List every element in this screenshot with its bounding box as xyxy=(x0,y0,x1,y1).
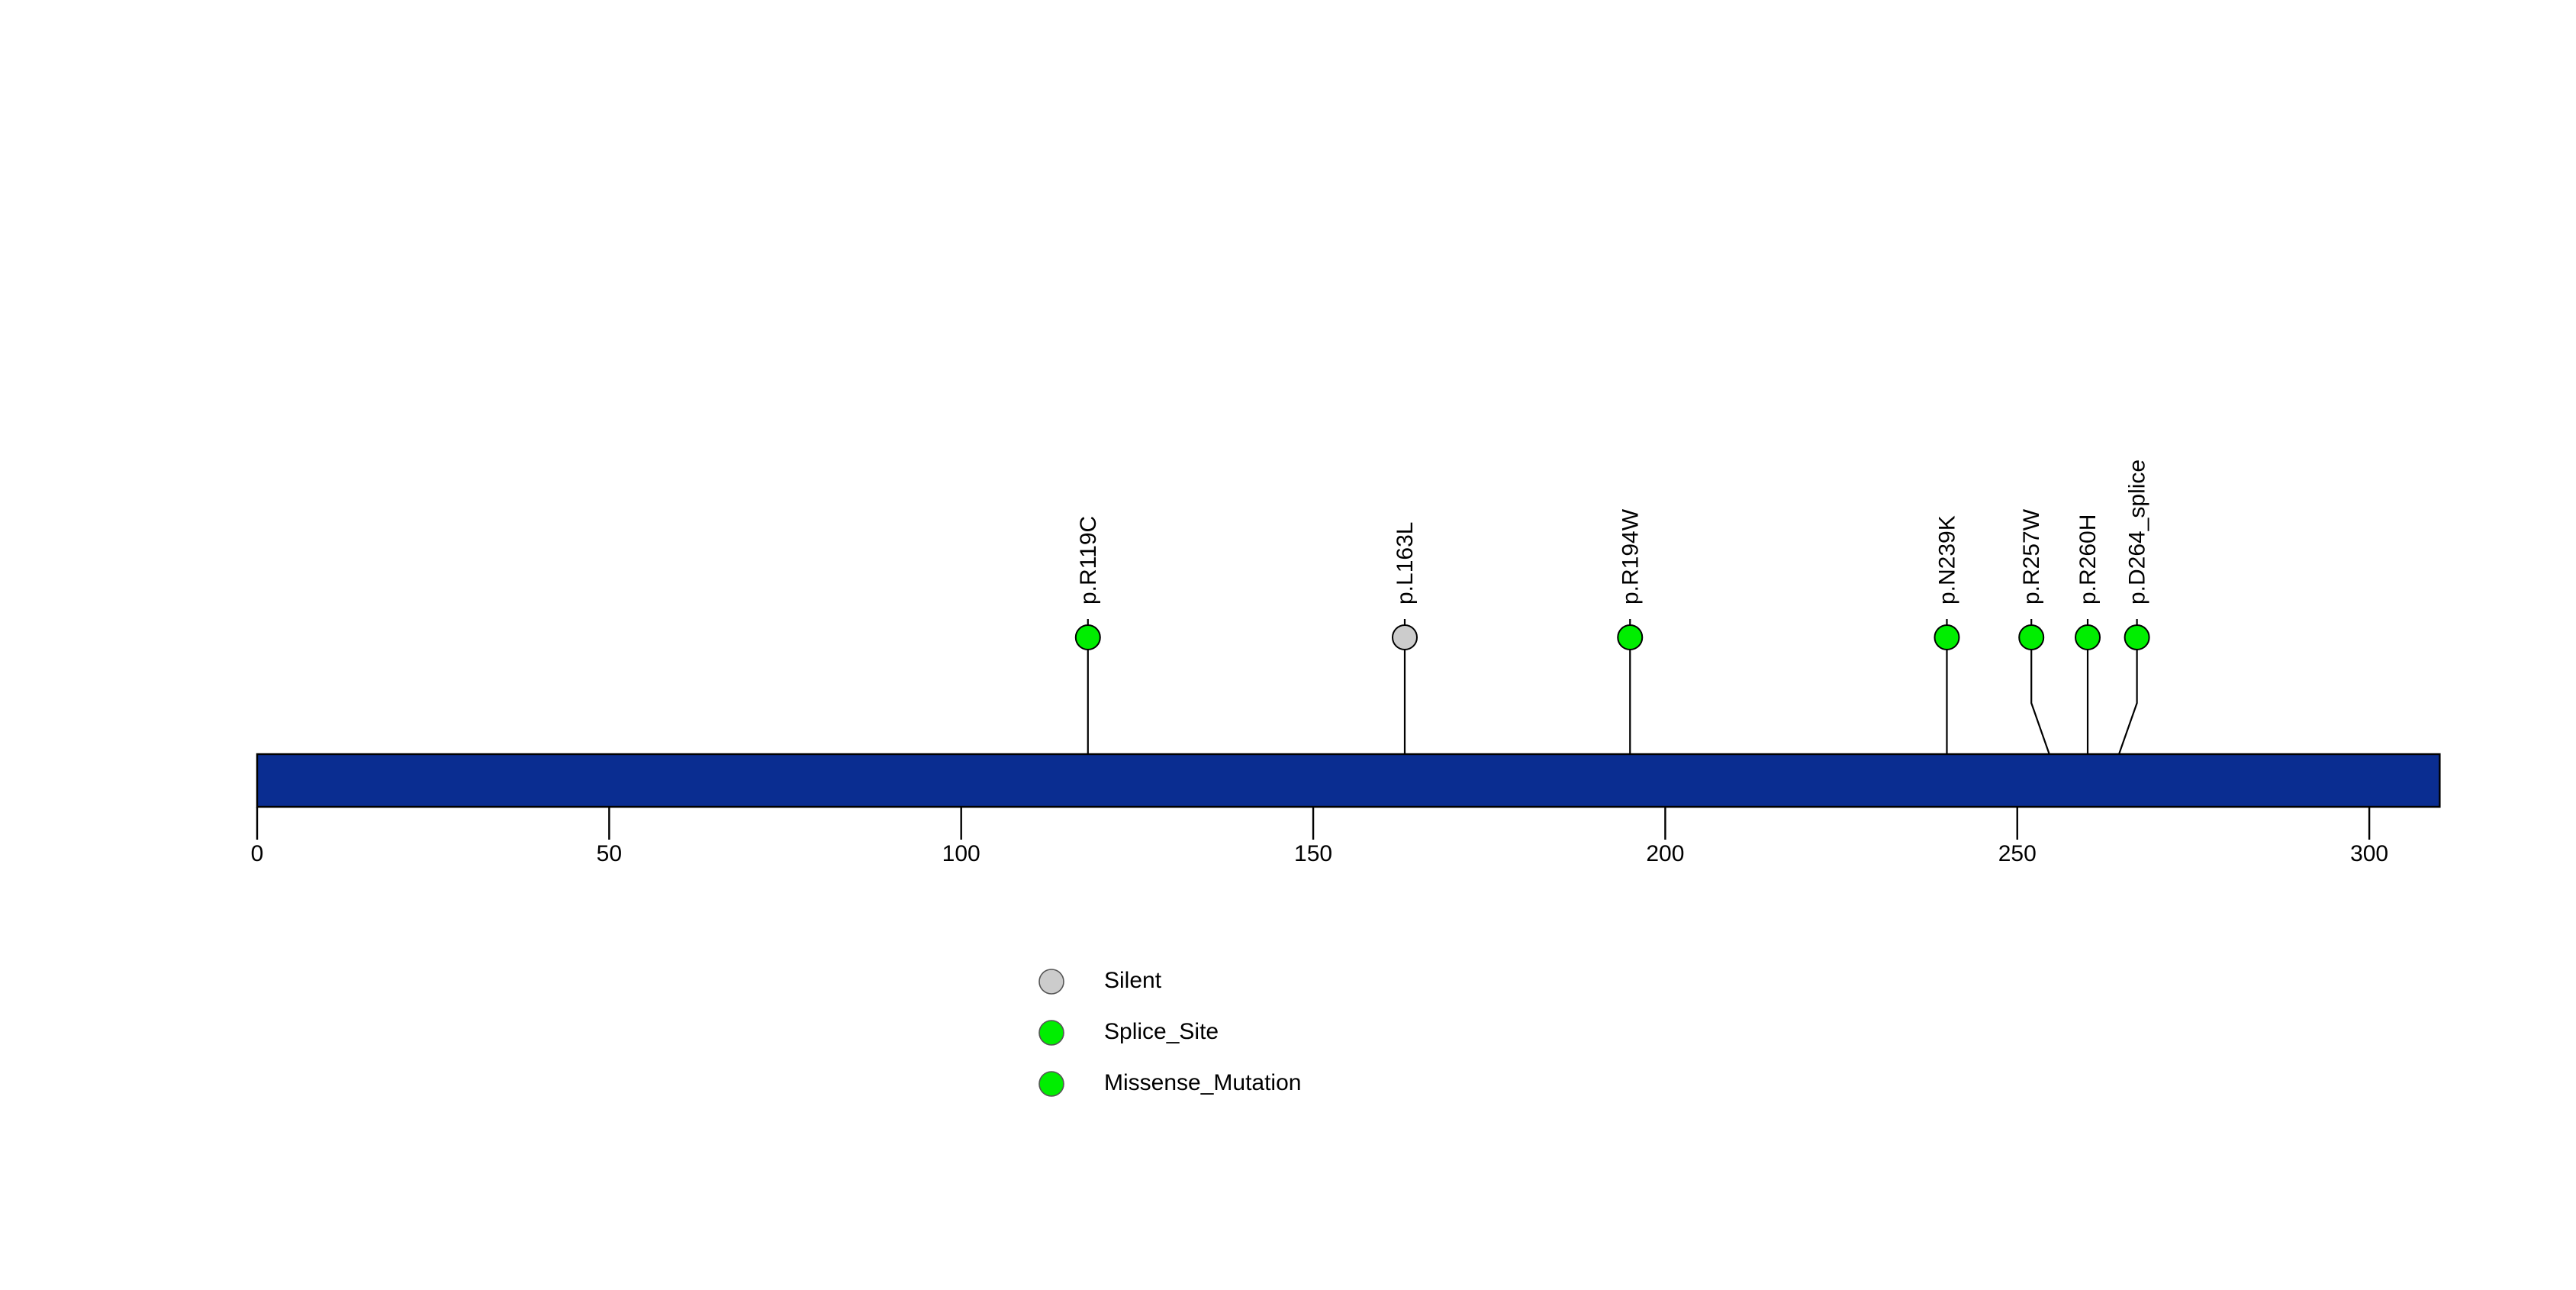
lollipop-dot-pd264splice[interactable] xyxy=(2124,624,2150,650)
lollipop-dots-group xyxy=(1074,624,2150,650)
protein-domain-group xyxy=(256,753,2441,808)
lollipop-dot-pl163l[interactable] xyxy=(1392,624,1418,650)
lollipop-dot-pr260h[interactable] xyxy=(2075,624,2101,650)
lollipop-dot-pn239k[interactable] xyxy=(1934,624,1960,650)
x-axis-tick-label: 100 xyxy=(942,841,980,866)
mutation-label: p.N239K xyxy=(1934,515,1959,605)
x-axis-group: 0 50 100 150 200 250 300 xyxy=(251,807,2388,866)
legend-swatch-splice_site[interactable] xyxy=(1038,1020,1064,1046)
lollipop-dot-pr119c[interactable] xyxy=(1074,624,1101,650)
legend-label-silent: Silent xyxy=(1104,968,1162,993)
legend-label-missense_mutation: Missense_Mutation xyxy=(1104,1070,1301,1095)
lollipop-dot-pr194w[interactable] xyxy=(1617,624,1644,650)
x-axis-tick-label: 200 xyxy=(1646,841,1684,866)
protein-domain-bar xyxy=(256,753,2441,808)
mutation-labels-group: p.R119C p.L163L p.R194W p.N239K p.R257W p.R26… xyxy=(1076,460,2150,605)
legend-swatch-silent[interactable] xyxy=(1038,969,1064,995)
x-axis-tick-label: 0 xyxy=(251,841,264,866)
mutation-label: p.R194W xyxy=(1618,508,1643,605)
x-axis-tick-label: 50 xyxy=(597,841,622,866)
mutation-label: p.D264_splice xyxy=(2125,460,2150,605)
mutation-label: p.R257W xyxy=(2019,508,2044,605)
x-axis-tick-label: 150 xyxy=(1294,841,1332,866)
x-axis-tick-label: 250 xyxy=(1998,841,2037,866)
mutation-label: p.L163L xyxy=(1393,522,1418,605)
lollipop-dot-pr257w[interactable] xyxy=(2018,624,2045,650)
mutation-label: p.R260H xyxy=(2075,514,2101,605)
mutation-label: p.R119C xyxy=(1076,516,1101,605)
legend-label-splice_site: Splice_Site xyxy=(1104,1019,1219,1044)
x-axis-tick-label: 300 xyxy=(2350,841,2388,866)
legend-swatch-missense_mutation[interactable] xyxy=(1038,1071,1064,1097)
